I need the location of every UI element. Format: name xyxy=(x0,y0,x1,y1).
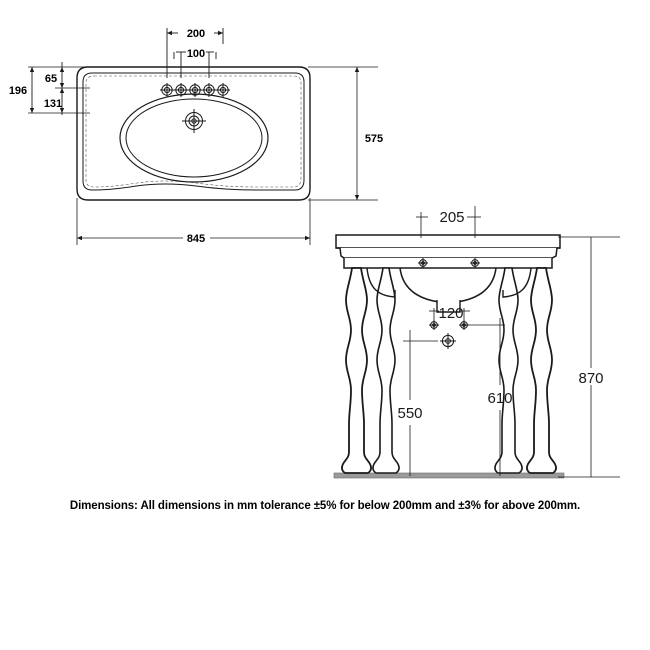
dimension-575 xyxy=(308,66,378,201)
dimension-575-label: 575 xyxy=(365,133,383,145)
basin-slab-top xyxy=(335,234,561,249)
dimension-120 xyxy=(429,308,470,320)
dimension-610 xyxy=(462,318,505,476)
basin-inner-rim-shadow xyxy=(85,75,302,188)
dimension-200 xyxy=(166,28,224,78)
dimension-550 xyxy=(403,330,438,476)
dimension-100 xyxy=(173,51,217,78)
leg-right-inner xyxy=(494,267,523,474)
basin-plan-view: 200 100 196 xyxy=(9,28,383,245)
dimension-196-label: 196 xyxy=(9,85,27,97)
dimension-870-label: 870 xyxy=(578,370,603,387)
dimension-870 xyxy=(558,236,620,478)
basin-outer-outline xyxy=(76,66,311,201)
basin-slab-underside xyxy=(336,247,560,259)
basin-slab-apron xyxy=(343,258,553,269)
basin-bowl-outer xyxy=(119,93,269,183)
waste-outlet-elevation xyxy=(436,300,461,313)
dimension-131-label: 131 xyxy=(44,98,62,110)
waste-hole-elevation xyxy=(439,332,457,350)
dimensions-note: Dimensions: All dimensions in mm toleran… xyxy=(69,500,581,512)
dimension-550-label: 550 xyxy=(397,405,422,422)
leg-right-bracket xyxy=(502,267,532,298)
waste-hole-plan xyxy=(181,108,207,134)
dimension-205-label: 205 xyxy=(439,209,464,226)
leg-left-inner xyxy=(372,267,400,474)
basin-bowl-elevation xyxy=(399,267,497,304)
tap-holes-plan xyxy=(159,82,231,98)
dimension-196 xyxy=(29,67,35,113)
floor-line xyxy=(333,472,565,479)
dimension-200-label: 200 xyxy=(187,28,205,40)
dimension-845-label: 845 xyxy=(187,233,205,245)
dimension-100-label: 100 xyxy=(187,48,205,60)
basin-elevation-view: 205 120 550 610 xyxy=(333,206,620,479)
dimension-65-label: 65 xyxy=(45,73,57,85)
plan-extension-lines-left xyxy=(28,66,90,114)
basin-inner-rim xyxy=(82,72,305,191)
dimension-131 xyxy=(59,88,65,115)
dimension-120-label: 120 xyxy=(438,305,463,322)
dimension-845 xyxy=(76,198,311,245)
leg-left-outer xyxy=(341,267,372,474)
dimension-65 xyxy=(59,62,65,88)
basin-bowl-inner xyxy=(125,98,263,178)
leg-left-bracket xyxy=(366,267,396,298)
dimension-610-label: 610 xyxy=(487,390,512,407)
dimension-205 xyxy=(416,206,481,238)
leg-right-outer xyxy=(526,267,557,474)
